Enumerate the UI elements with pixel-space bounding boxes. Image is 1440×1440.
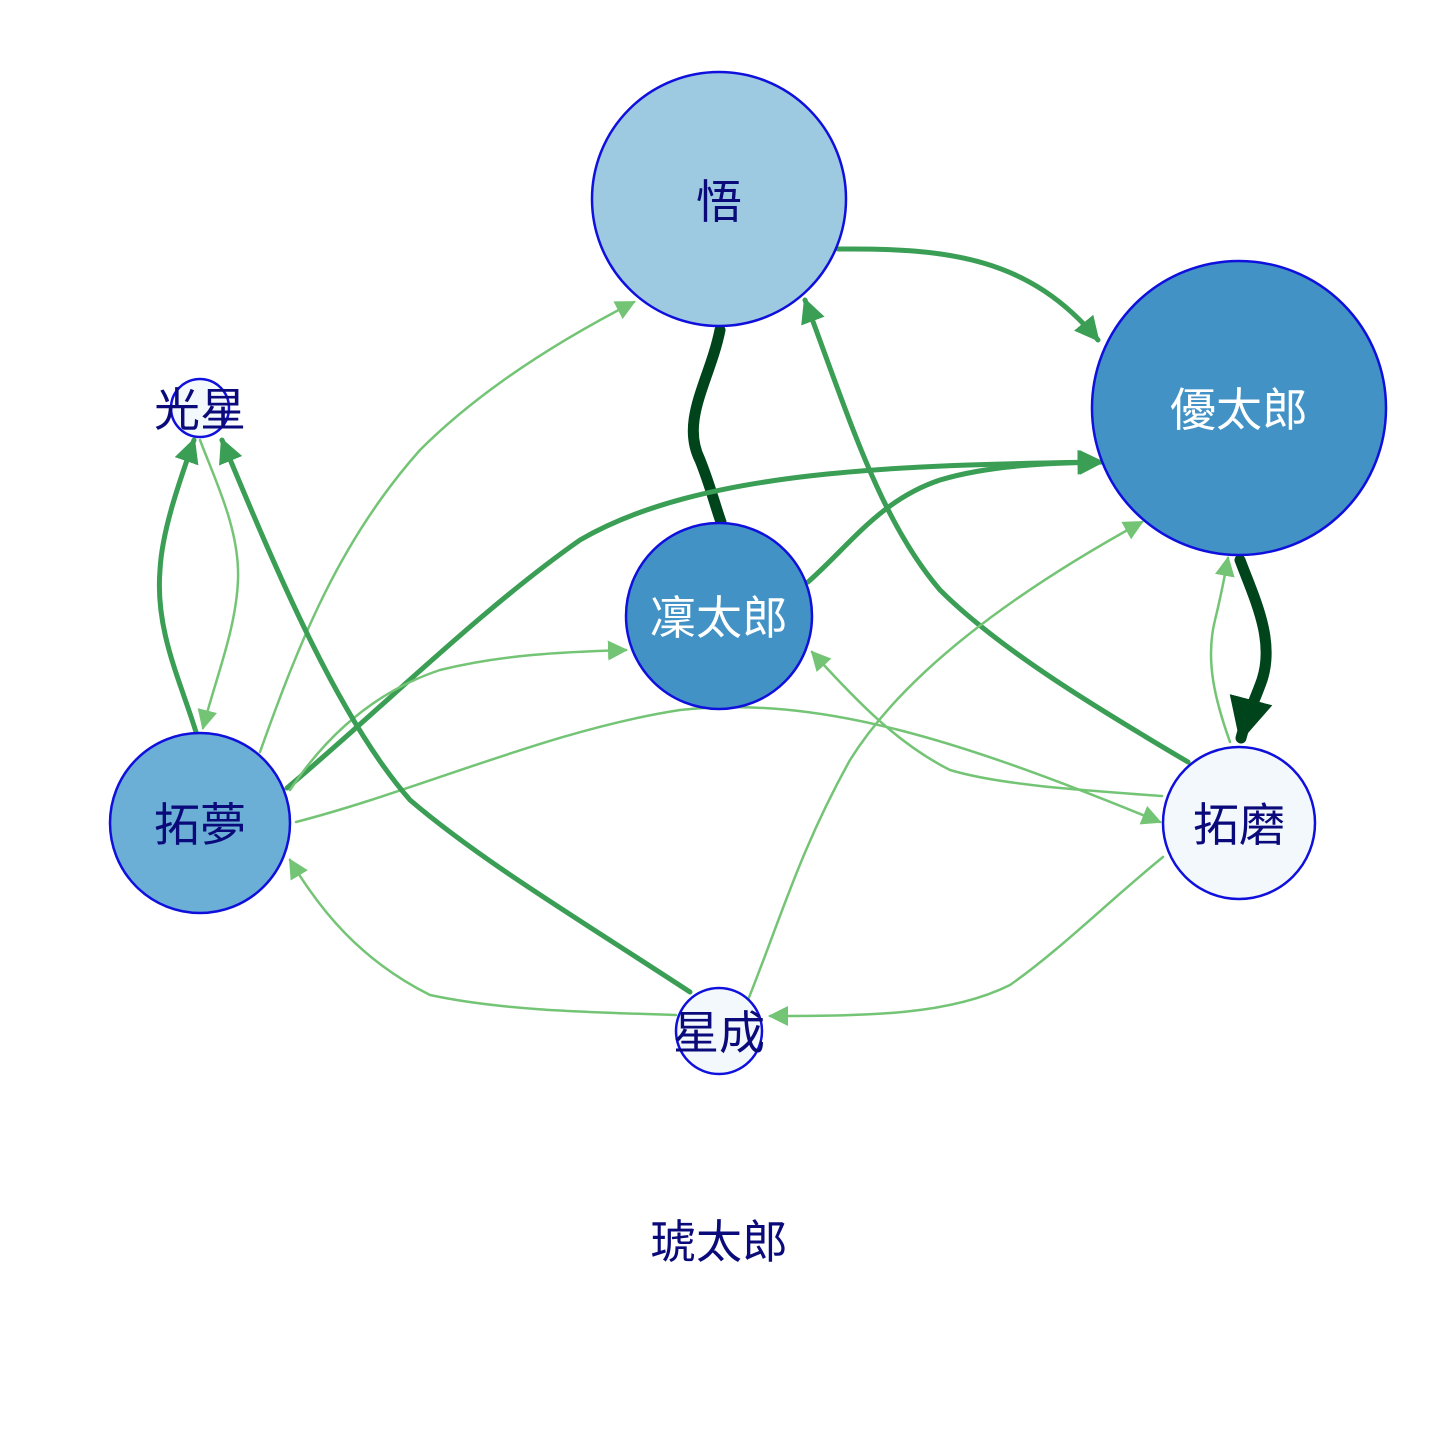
node-kosei-circle — [169, 377, 231, 439]
edge-takumu-takuma — [294, 705, 1162, 825]
edge-takumu-satoru — [258, 300, 636, 754]
edge-takumu-rintaro — [288, 640, 628, 792]
node-rintaro-circle — [624, 521, 814, 711]
node-takumu-circle — [108, 731, 292, 915]
node-takumu-label: 拓夢 — [154, 798, 246, 852]
node-satoru[interactable]: 悟 — [590, 70, 848, 328]
node-seisei-label: 星成 — [673, 1006, 765, 1060]
edge-yutaro-takuma — [1229, 554, 1273, 744]
node-takumu[interactable]: 拓夢 — [108, 731, 292, 915]
edges-layer — [156, 246, 1273, 1026]
node-satoru-circle — [590, 70, 848, 328]
edge-takuma-seisei — [768, 855, 1165, 1026]
nodes-layer: 悟 優太郎 光星 凜太郎 拓夢 拓磨 星成 琥太郎 — [108, 70, 1388, 1269]
node-takuma-circle — [1161, 745, 1317, 901]
node-yutaro-circle — [1090, 259, 1388, 557]
node-rintaro[interactable]: 凜太郎 — [624, 521, 814, 711]
edge-satoru-yutaro — [835, 246, 1101, 343]
node-seisei-circle — [674, 986, 764, 1076]
node-seisei[interactable]: 星成 — [673, 986, 765, 1076]
edge-takuma-yutaro — [1209, 556, 1235, 744]
node-kosei[interactable]: 光星 — [154, 377, 246, 439]
node-kosei-label: 光星 — [154, 383, 246, 437]
edge-takuma-rintaro — [810, 650, 1164, 798]
edge-seisei-yutaro — [746, 520, 1144, 1002]
edge-seisei-kosei — [219, 437, 693, 995]
node-satoru-label: 悟 — [696, 175, 742, 229]
edge-takuma-satoru — [801, 297, 1191, 765]
node-kotaro-label: 琥太郎 — [650, 1215, 788, 1269]
node-yutaro-label: 優太郎 — [1170, 383, 1308, 437]
edge-rintaro-yutaro — [805, 449, 1105, 585]
edge-takumu-kosei — [156, 437, 199, 735]
edge-takumu-yutaro — [284, 449, 1103, 791]
edge-seisei-takumu — [288, 858, 678, 1017]
node-kotaro[interactable]: 琥太郎 — [650, 1215, 788, 1269]
node-takuma[interactable]: 拓磨 — [1161, 745, 1317, 901]
edge-satoru-rintaro — [687, 324, 727, 528]
edge-kosei-takumu — [197, 438, 240, 730]
node-rintaro-label: 凜太郎 — [650, 591, 788, 645]
node-yutaro[interactable]: 優太郎 — [1090, 259, 1388, 557]
node-takuma-label: 拓磨 — [1193, 798, 1285, 852]
